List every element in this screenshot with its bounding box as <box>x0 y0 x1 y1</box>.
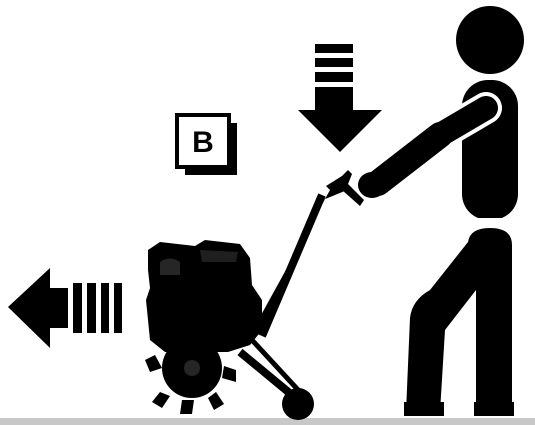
left-arrow-icon <box>8 268 122 348</box>
step-label-box: B <box>177 115 237 175</box>
step-label: B <box>192 126 214 159</box>
person-hand <box>358 172 386 198</box>
tiller-wheel <box>282 388 314 420</box>
person-left-foot <box>404 402 444 416</box>
tiller-handle <box>255 182 352 330</box>
ground-line <box>0 418 535 425</box>
tiller-icon <box>145 170 364 420</box>
person-legs <box>406 228 512 412</box>
person-forearm <box>378 135 440 183</box>
person-right-foot <box>474 402 514 416</box>
person-head <box>456 6 524 74</box>
person-icon <box>358 6 525 416</box>
down-arrow-icon <box>298 44 382 152</box>
